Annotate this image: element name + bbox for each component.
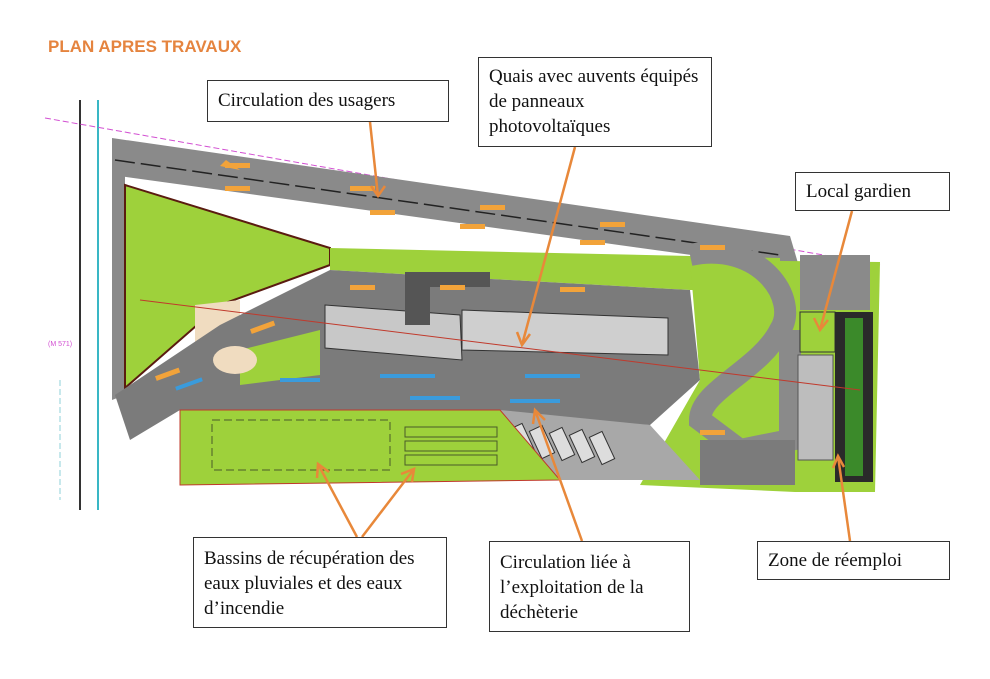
callout-circulation-usagers: Circulation des usagers [207,80,449,122]
user-traffic-arrows [155,160,725,435]
ramp [405,272,490,325]
page-title: PLAN APRES TRAVAUX [48,37,242,56]
local-gardien-building [799,311,836,353]
callout-quais: Quais avec auvents équipés de panneaux p… [478,57,712,147]
left-road [112,175,125,400]
inner-green [240,330,320,385]
callout-circulation-exploitation: Circulation liée à l’exploitation de la … [489,541,690,632]
callout-zone-reemploi: Zone de réemploi [757,541,950,580]
green-area-south [179,409,562,486]
green-strip [330,248,780,290]
green-area-north [124,183,331,391]
parking-pm [800,255,870,310]
basin-3 [404,440,498,452]
top-road [112,138,800,270]
road-ref-label: (M 571) [48,341,72,348]
east-loop-road [687,241,801,462]
canopy-east [461,309,669,356]
callout-local-gardien: Local gardien [795,172,950,211]
basin-2 [404,426,498,438]
callout-bassins: Bassins de récupération des eaux pluvial… [193,537,447,628]
basin-4 [404,454,498,466]
leader-arrows [315,121,854,542]
operation-traffic-arrows [175,374,580,403]
basin-1 [211,419,391,471]
